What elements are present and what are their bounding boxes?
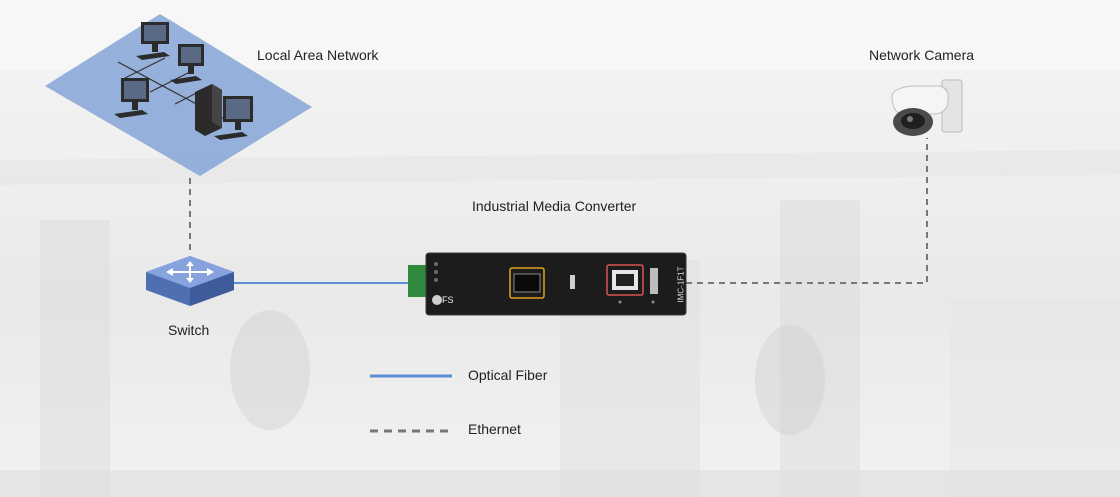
legend-ethernet-label: Ethernet (468, 421, 521, 437)
legend-fiber-label: Optical Fiber (468, 367, 548, 383)
switch-label: Switch (168, 322, 210, 338)
camera-label: Network Camera (869, 47, 975, 63)
converter-label: Industrial Media Converter (472, 198, 637, 214)
converter-brand: FS (442, 295, 454, 305)
lan-label: Local Area Network (257, 47, 379, 63)
link-converter-camera (686, 138, 928, 284)
